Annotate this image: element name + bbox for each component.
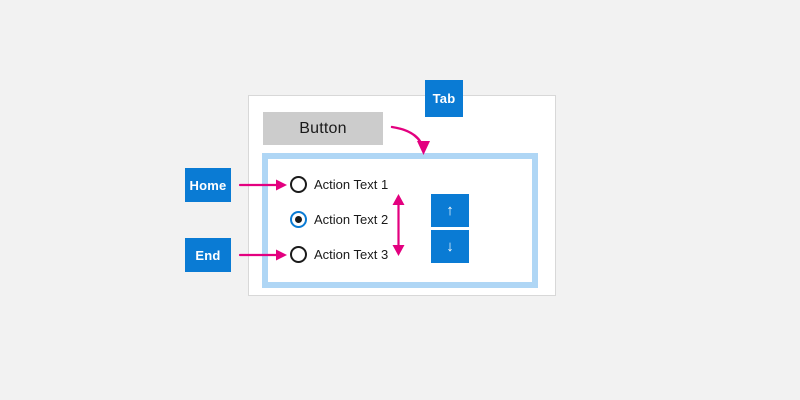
arrow-down-icon[interactable]: ↓ — [431, 230, 469, 263]
radio-option-1-label: Action Text 1 — [314, 177, 389, 192]
key-badge-tab: Tab — [425, 80, 463, 117]
radio-option-3-label: Action Text 3 — [314, 247, 389, 262]
arrow-up-icon[interactable]: ↑ — [431, 194, 469, 227]
key-badge-home: Home — [185, 168, 231, 202]
key-badge-end: End — [185, 238, 231, 272]
radio-group-container: Action Text 1 Action Text 2 Action Text … — [262, 153, 538, 288]
radio-option-2[interactable]: Action Text 2 — [290, 211, 388, 228]
push-button[interactable]: Button — [263, 112, 383, 145]
radio-unselected-icon[interactable] — [290, 176, 307, 193]
radio-unselected-icon[interactable] — [290, 246, 307, 263]
radio-selected-icon[interactable] — [290, 211, 307, 228]
radio-option-3[interactable]: Action Text 3 — [290, 246, 388, 263]
radio-option-1[interactable]: Action Text 1 — [290, 176, 388, 193]
radio-option-2-label: Action Text 2 — [314, 212, 389, 227]
